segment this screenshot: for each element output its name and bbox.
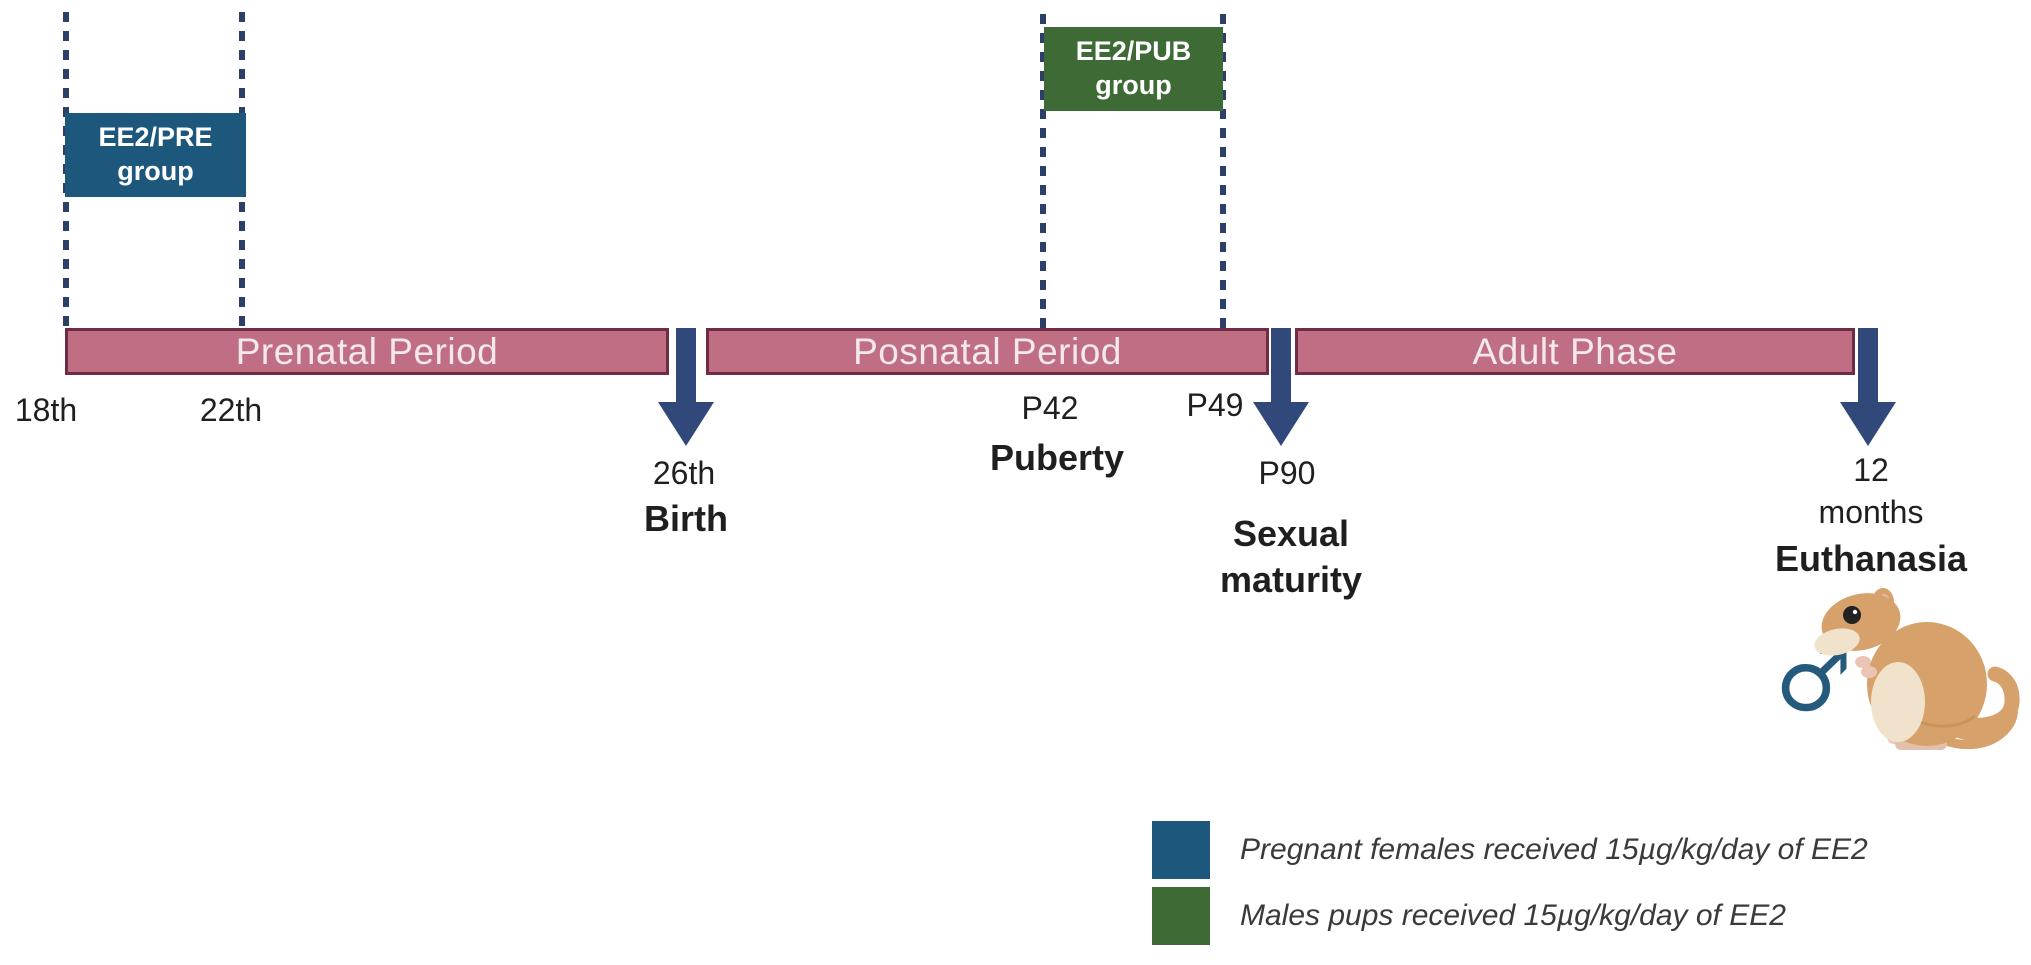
bar-prenatal-label: Prenatal Period	[235, 330, 499, 372]
ee2-pub-line2: group	[1095, 70, 1172, 100]
label-birth: Birth	[644, 498, 728, 539]
label-12: 12	[1853, 452, 1889, 488]
mouse-illustration	[1814, 588, 2020, 750]
label-22th: 22th	[199, 392, 263, 428]
label-sexual-maturity: Sexual maturity	[1220, 511, 1362, 603]
legend-swatch-males	[1152, 887, 1210, 945]
label-p90: P90	[1258, 455, 1316, 491]
ee2-pub-line1: EE2/PUB	[1075, 36, 1192, 67]
dashed-line-p49	[1220, 14, 1226, 328]
label-months: months	[1818, 494, 1924, 530]
legend-row-pregnant: Pregnant females received 15µg/kg/day of…	[1152, 820, 1868, 880]
label-maturity: maturity	[1219, 559, 1363, 600]
legend-swatch-pregnant	[1152, 821, 1210, 879]
legend-text-males: Males pups received 15µg/kg/day of EE2	[1240, 899, 1786, 932]
bar-posnatal-label: Posnatal Period	[853, 330, 1122, 372]
label-euthanasia: Euthanasia	[1774, 538, 1968, 579]
arrow-birth-icon	[658, 328, 714, 446]
ee2-pre-line2: group	[117, 156, 194, 186]
ee2-pub-group-box: EE2/PUB group	[1044, 27, 1223, 111]
bar-adult-phase: Adult Phase	[1295, 328, 1855, 375]
label-p42: P42	[1021, 390, 1079, 426]
bar-prenatal-period: Prenatal Period	[65, 328, 669, 375]
ee2-pre-group-box: EE2/PRE group	[65, 113, 246, 197]
bar-adult-label: Adult Phase	[1472, 330, 1678, 372]
label-18th: 18th	[14, 392, 78, 428]
ee2-pre-line1: EE2/PRE	[98, 122, 213, 153]
label-26th: 26th	[652, 455, 716, 491]
arrow-sexual-maturity-icon	[1253, 328, 1309, 446]
bar-posnatal-period: Posnatal Period	[706, 328, 1269, 375]
label-puberty: Puberty	[989, 437, 1125, 478]
legend-text-pregnant: Pregnant females received 15µg/kg/day of…	[1240, 833, 1868, 866]
legend: Pregnant females received 15µg/kg/day of…	[1152, 820, 1868, 952]
arrow-euthanasia-icon	[1840, 328, 1896, 446]
dashed-line-p42	[1040, 14, 1046, 328]
label-p49: P49	[1186, 387, 1244, 423]
label-sexual: Sexual	[1232, 513, 1350, 554]
legend-row-males: Males pups received 15µg/kg/day of EE2	[1152, 886, 1868, 946]
